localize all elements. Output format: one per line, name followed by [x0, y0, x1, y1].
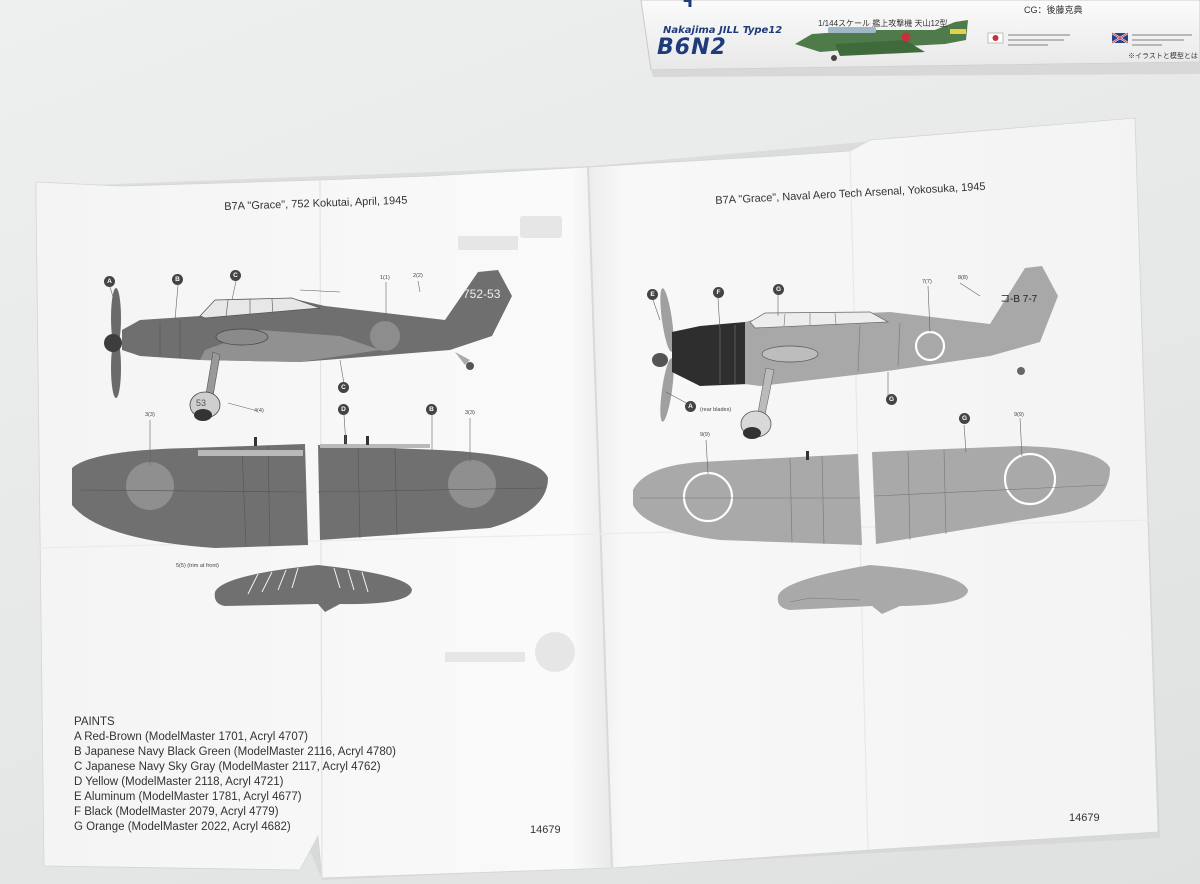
callout-f: F — [713, 287, 724, 298]
box-title: B6N2 — [657, 35, 727, 60]
paint-item-c: C Japanese Navy Sky Gray (ModelMaster 21… — [74, 761, 381, 773]
callout-g-lower: G — [886, 394, 897, 405]
left-tail-code: 752-53 — [463, 287, 501, 301]
left-aircraft-side-view — [104, 270, 512, 421]
callout-a: A — [104, 276, 115, 287]
right-aircraft-tailplane — [777, 565, 968, 614]
callout-b-wing: B — [426, 404, 437, 415]
decal-label-1: 1(1) — [380, 275, 390, 281]
callout-b: B — [172, 274, 183, 285]
box-brand-partial: ꟻ — [682, 0, 694, 11]
paint-item-g: G Orange (ModelMaster 2022, Acryl 4682) — [74, 821, 291, 833]
decal-label-2: 2(2) — [413, 273, 423, 279]
box-aircraft-illustration — [795, 20, 968, 61]
box-subtitle: Nakajima JILL Type12 — [663, 25, 783, 36]
callout-d: D — [338, 404, 349, 415]
rear-blades-note: (rear blades) — [700, 407, 732, 413]
callout-c: C — [230, 270, 241, 281]
left-page-number: 14679 — [530, 824, 561, 836]
paint-item-b: B Japanese Navy Black Green (ModelMaster… — [74, 746, 396, 758]
right-aircraft-upper-wing — [633, 446, 1110, 545]
decal-label-9-left: 9(9) — [700, 432, 710, 438]
right-tail-code: コ-B 7-7 — [1000, 294, 1038, 305]
callout-c-lower: C — [338, 382, 349, 393]
decal-label-8: 8(8) — [958, 275, 968, 281]
paint-item-d: D Yellow (ModelMaster 2118, Acryl 4721) — [74, 776, 284, 788]
box-cg-credit: CG：後藤克典 — [1024, 5, 1083, 15]
paint-item-e: E Aluminum (ModelMaster 1781, Acryl 4677… — [74, 791, 302, 803]
box-scale-text: 1/144スケール 艦上攻撃機 天山12型 — [818, 19, 948, 28]
callout-g: G — [773, 284, 784, 295]
callout-g-wing: G — [959, 413, 970, 424]
left-aircraft-upper-wing — [72, 435, 548, 548]
callout-a-right: A — [685, 401, 696, 412]
paints-list: PAINTS A Red-Brown (ModelMaster 1701, Ac… — [74, 715, 396, 835]
box-side-note: ※イラストと模型とは — [1128, 53, 1198, 60]
decal-label-3-right: 3(3) — [465, 410, 475, 416]
right-page-number: 14679 — [1069, 812, 1100, 824]
paints-heading: PAINTS — [74, 716, 115, 728]
callout-e: E — [647, 289, 658, 300]
left-aircraft-tailplane — [214, 565, 412, 612]
right-aircraft-side-view — [652, 266, 1058, 439]
trim-note: 5(5) (trim at front) — [176, 563, 219, 569]
decal-label-7: 7(7) — [922, 279, 932, 285]
decal-label-3-left: 3(3) — [145, 412, 155, 418]
kit-box — [640, 0, 1200, 77]
decal-label-4: 4(4) — [254, 408, 264, 414]
decal-label-9-right: 9(9) — [1014, 412, 1024, 418]
paint-item-a: A Red-Brown (ModelMaster 1701, Acryl 470… — [74, 731, 308, 743]
paint-item-f: F Black (ModelMaster 2079, Acryl 4779) — [74, 806, 279, 818]
left-wheel-code: 53 — [196, 398, 207, 408]
